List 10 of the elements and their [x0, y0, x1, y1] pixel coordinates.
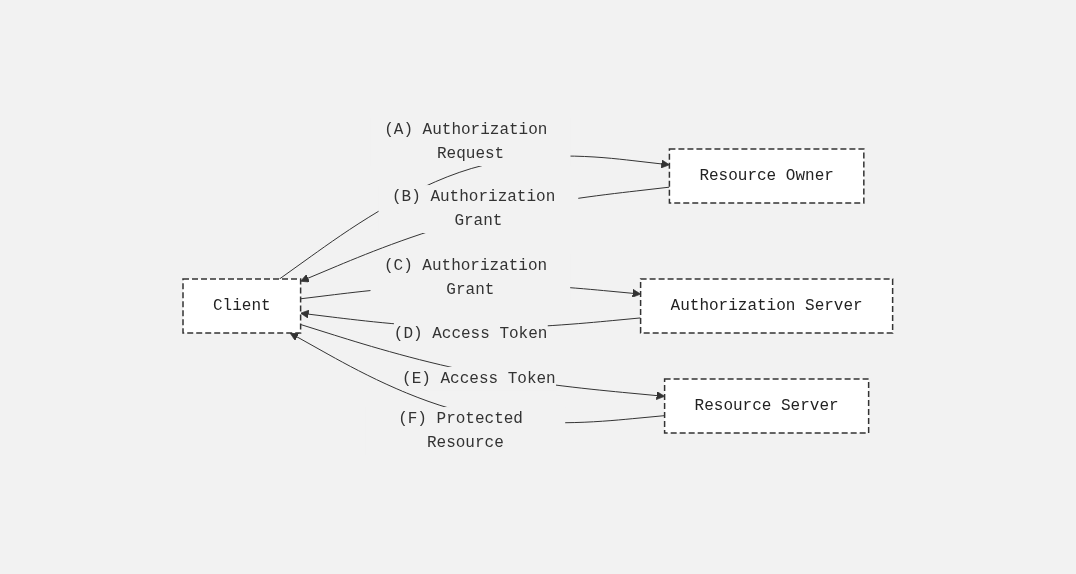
edge-label: (A) Authorization Request: [384, 121, 548, 164]
node-box: Resource Server: [664, 378, 870, 435]
node-box: Resource Owner: [668, 148, 865, 205]
node-box: Authorization Server: [640, 278, 894, 335]
edge-label: (C) Authorization Grant: [384, 257, 548, 300]
edge-label: (D) Access Token: [393, 325, 548, 344]
edge-label: (F) Protected Resource: [398, 410, 524, 453]
edge-label: (E) Access Token: [402, 370, 556, 389]
edge-label: (B) Authorization Grant: [392, 188, 556, 231]
node-box: Client: [182, 278, 302, 335]
